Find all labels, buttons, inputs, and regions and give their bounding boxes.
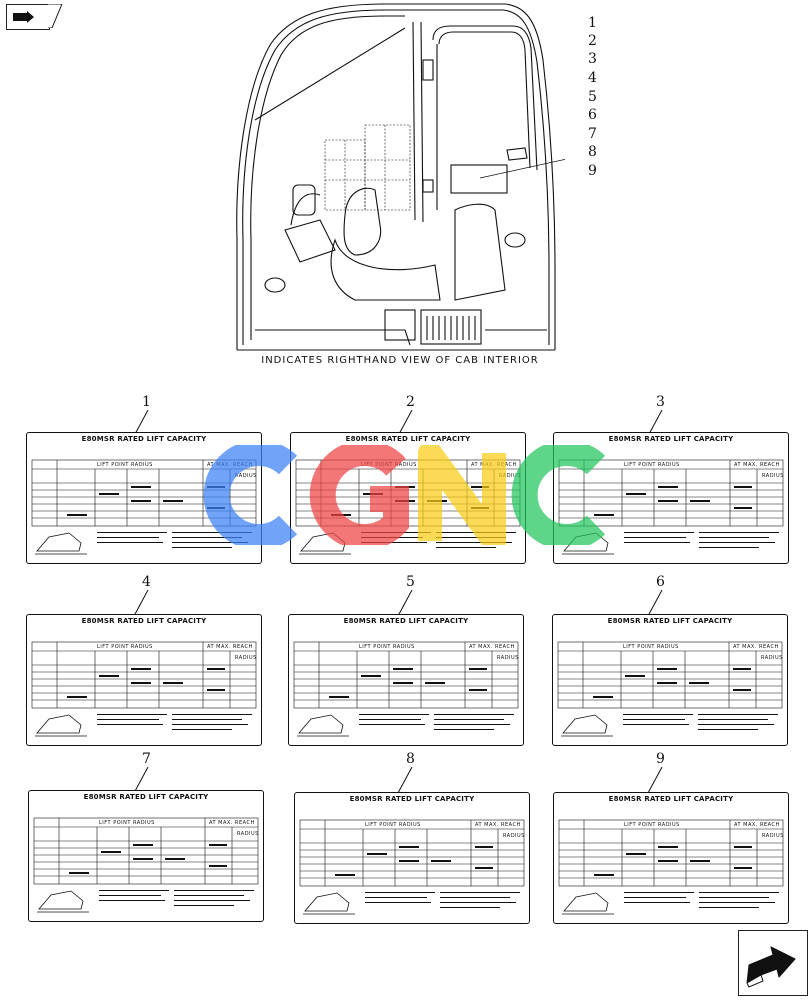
decal-5: E80MSR RATED LIFT CAPACITY LIFT POINT RA… — [288, 614, 524, 746]
decal-reach-header: AT MAX. REACH — [475, 822, 521, 828]
cab-callout-2: 2 — [588, 33, 597, 49]
decal-radius-label: RADIUS — [761, 655, 783, 661]
cab-callout-6: 6 — [588, 107, 597, 123]
decal-callout-3: 3 — [656, 394, 665, 410]
decal-radius-label: RADIUS — [762, 473, 784, 479]
decal-9: E80MSR RATED LIFT CAPACITY LIFT POINT RA… — [553, 792, 789, 924]
decal-radius-label: RADIUS — [503, 833, 525, 839]
cgnc-watermark — [203, 445, 606, 545]
decal-7: E80MSR RATED LIFT CAPACITY LIFT POINT RA… — [28, 790, 264, 922]
cab-callout-7: 7 — [588, 126, 597, 142]
decal-callout-4: 4 — [142, 574, 151, 590]
decal-radius-label: RADIUS — [235, 655, 257, 661]
decal-radius-label: RADIUS — [497, 655, 519, 661]
decal-radius-label: RADIUS — [235, 473, 257, 479]
back-button[interactable] — [6, 4, 50, 30]
decal-callout-8: 8 — [406, 751, 415, 767]
cab-callout-5: 5 — [588, 89, 597, 105]
arrow-next-icon — [746, 946, 796, 988]
decal-8: E80MSR RATED LIFT CAPACITY LIFT POINT RA… — [294, 792, 530, 924]
decal-table-drawing — [558, 819, 784, 915]
cab-callout-8: 8 — [588, 144, 597, 160]
decal-table-drawing — [293, 641, 519, 737]
decal-table-drawing — [33, 817, 259, 913]
decal-callout-9: 9 — [656, 751, 665, 767]
decal-table-header: LIFT POINT RADIUS — [97, 644, 153, 650]
decal-table-header: LIFT POINT RADIUS — [623, 644, 679, 650]
decal-table-header: LIFT POINT RADIUS — [624, 822, 680, 828]
decal-reach-header: AT MAX. REACH — [209, 820, 255, 826]
hand-pointer-back-icon — [13, 11, 34, 23]
cab-callout-1: 1 — [588, 15, 597, 31]
decal-table-drawing — [557, 641, 783, 737]
cab-callout-9: 9 — [588, 163, 597, 179]
decal-callout-1: 1 — [142, 394, 151, 410]
cab-interior-drawing — [236, 3, 565, 351]
decal-6: E80MSR RATED LIFT CAPACITY LIFT POINT RA… — [552, 614, 788, 746]
decal-table-drawing — [558, 459, 784, 555]
decal-title: E80MSR RATED LIFT CAPACITY — [81, 617, 207, 625]
decal-radius-label: RADIUS — [237, 831, 259, 837]
decal-table-header: LIFT POINT RADIUS — [359, 644, 415, 650]
decal-radius-label: RADIUS — [499, 473, 521, 479]
decal-callout-5: 5 — [406, 574, 415, 590]
decal-reach-header: AT MAX. REACH — [734, 822, 780, 828]
decal-title: E80MSR RATED LIFT CAPACITY — [349, 795, 475, 803]
decal-table-header: LIFT POINT RADIUS — [97, 462, 153, 468]
decal-reach-header: AT MAX. REACH — [734, 462, 780, 468]
decal-table-header: LIFT POINT RADIUS — [624, 462, 680, 468]
decal-reach-header: AT MAX. REACH — [733, 644, 779, 650]
figure-caption: INDICATES RIGHTHAND VIEW OF CAB INTERIOR — [261, 355, 539, 366]
back-button-notch — [48, 3, 74, 29]
decal-reach-header: AT MAX. REACH — [207, 644, 253, 650]
decal-title: E80MSR RATED LIFT CAPACITY — [81, 435, 207, 443]
decal-table-drawing — [299, 819, 525, 915]
cab-callout-3: 3 — [588, 51, 597, 67]
decal-title: E80MSR RATED LIFT CAPACITY — [345, 435, 471, 443]
decal-radius-label: RADIUS — [762, 833, 784, 839]
next-button[interactable] — [738, 930, 808, 996]
decal-table-drawing — [31, 641, 257, 737]
decal-table-header: LIFT POINT RADIUS — [99, 820, 155, 826]
decal-callout-6: 6 — [656, 574, 665, 590]
decal-4: E80MSR RATED LIFT CAPACITY LIFT POINT RA… — [26, 614, 262, 746]
decal-callout-2: 2 — [406, 394, 415, 410]
decal-table-header: LIFT POINT RADIUS — [365, 822, 421, 828]
decal-title: E80MSR RATED LIFT CAPACITY — [608, 435, 734, 443]
decal-title: E80MSR RATED LIFT CAPACITY — [83, 793, 209, 801]
decal-callout-7: 7 — [142, 751, 151, 767]
decal-reach-header: AT MAX. REACH — [469, 644, 515, 650]
decal-title: E80MSR RATED LIFT CAPACITY — [607, 617, 733, 625]
decal-title: E80MSR RATED LIFT CAPACITY — [608, 795, 734, 803]
decal-title: E80MSR RATED LIFT CAPACITY — [343, 617, 469, 625]
cab-callout-4: 4 — [588, 70, 597, 86]
